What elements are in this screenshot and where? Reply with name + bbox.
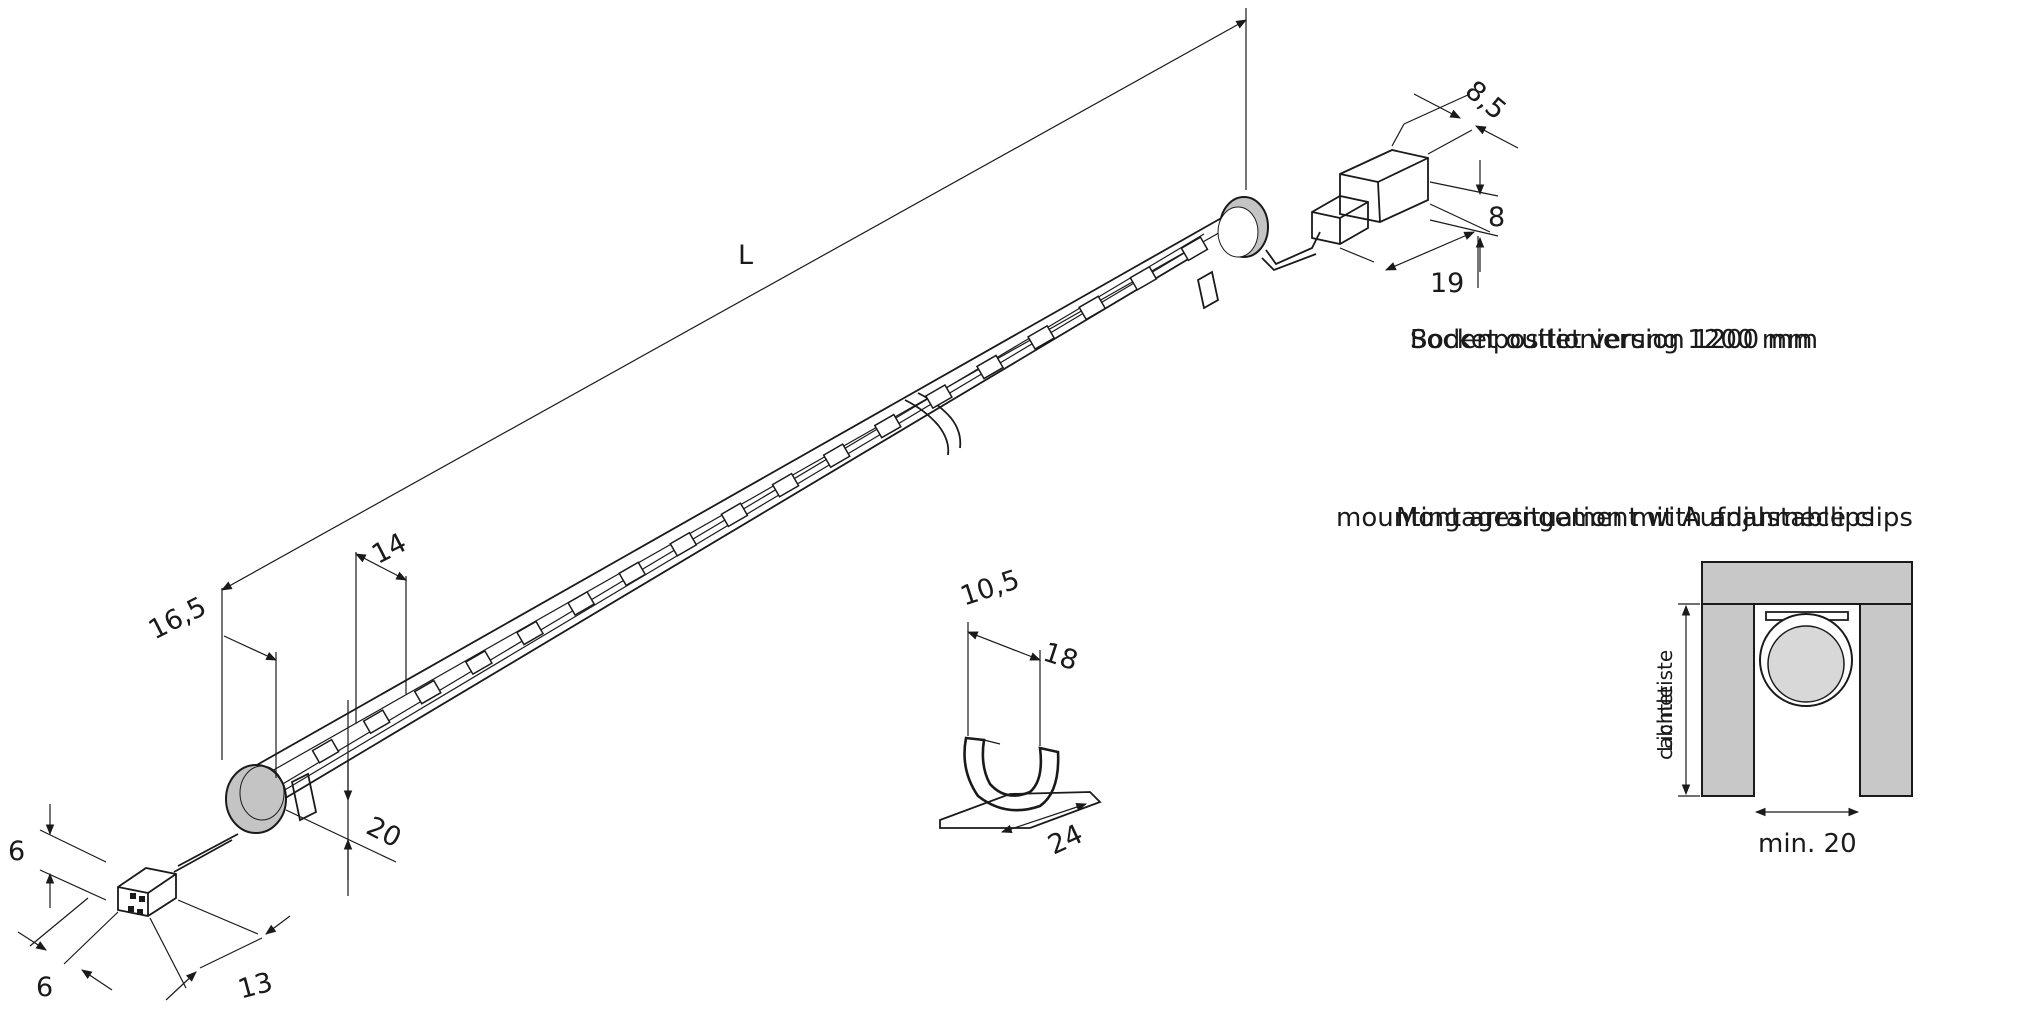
profile-height-label: 20 (361, 811, 406, 854)
mounting-cross-section: cabinet Lichtleiste min. 20 (1653, 561, 1913, 859)
led-window (362, 709, 391, 735)
cabinet-right-wall (1859, 603, 1913, 797)
min-gap-label: min. 20 (1758, 829, 1857, 859)
dimension-plug-length: 13 (149, 899, 291, 1006)
cabinet-left-wall (1701, 603, 1755, 797)
mounting-note-overlay: Montagesituation mit Aufnahmeclips (1396, 503, 1874, 533)
cabinet-label: cabinet (1653, 686, 1677, 760)
end-offset-label: 16,5 (144, 591, 212, 646)
socket-width-label: 8,5 (1459, 75, 1512, 126)
plug-length-label: 13 (235, 967, 276, 1006)
mounting-note: mounting arrangement with adjustable cli… (1336, 503, 1913, 533)
led-window (1180, 236, 1209, 262)
led-window (464, 649, 493, 676)
socket-height-label: 8 (1488, 202, 1505, 233)
led-window (311, 738, 340, 764)
led-window (515, 620, 545, 646)
dimension-length: L (221, 8, 1247, 760)
led-window (669, 531, 698, 557)
plug-width-label: 6 (36, 972, 53, 1003)
dimension-socket-length: 19 (1339, 203, 1491, 299)
right-cable (1261, 231, 1321, 272)
plug-height-label: 6 (8, 836, 25, 867)
dimension-socket-height: 8 (1429, 160, 1505, 272)
clip-base-label: 24 (1043, 819, 1087, 862)
clip-detail: 10,5 18 24 (939, 564, 1102, 862)
left-cable (173, 833, 239, 873)
clip-outer-label: 18 (1039, 637, 1081, 677)
dimension-socket-width: 8,5 (1391, 75, 1519, 155)
left-end-cap (225, 764, 287, 834)
led-window (413, 679, 442, 705)
led-window (720, 502, 749, 528)
left-plug (117, 867, 177, 917)
length-label: L (738, 240, 753, 271)
socket-length-label: 19 (1430, 268, 1464, 299)
right-socket (1311, 149, 1429, 245)
led-bar-profile (225, 196, 1269, 834)
led-window (567, 590, 596, 617)
cabinet-top (1701, 561, 1913, 605)
led-pitch-label: 14 (367, 527, 412, 570)
dimension-plug-width: 6 (17, 897, 119, 1003)
dimension-plug-height: 6 (8, 804, 107, 908)
socket-note-overlay: Bodenpositionierung 1200 mm (1410, 325, 1812, 355)
dimension-led-pitch: 14 (355, 527, 412, 724)
led-window (618, 561, 647, 587)
cabinet-label-overlay: Lichtleiste (1653, 650, 1677, 752)
socket-note: Socket outlet version 1200 mm (1410, 325, 1818, 355)
clip-inner-label: 10,5 (957, 564, 1024, 612)
dimension-end-offset: 16,5 (144, 591, 277, 778)
